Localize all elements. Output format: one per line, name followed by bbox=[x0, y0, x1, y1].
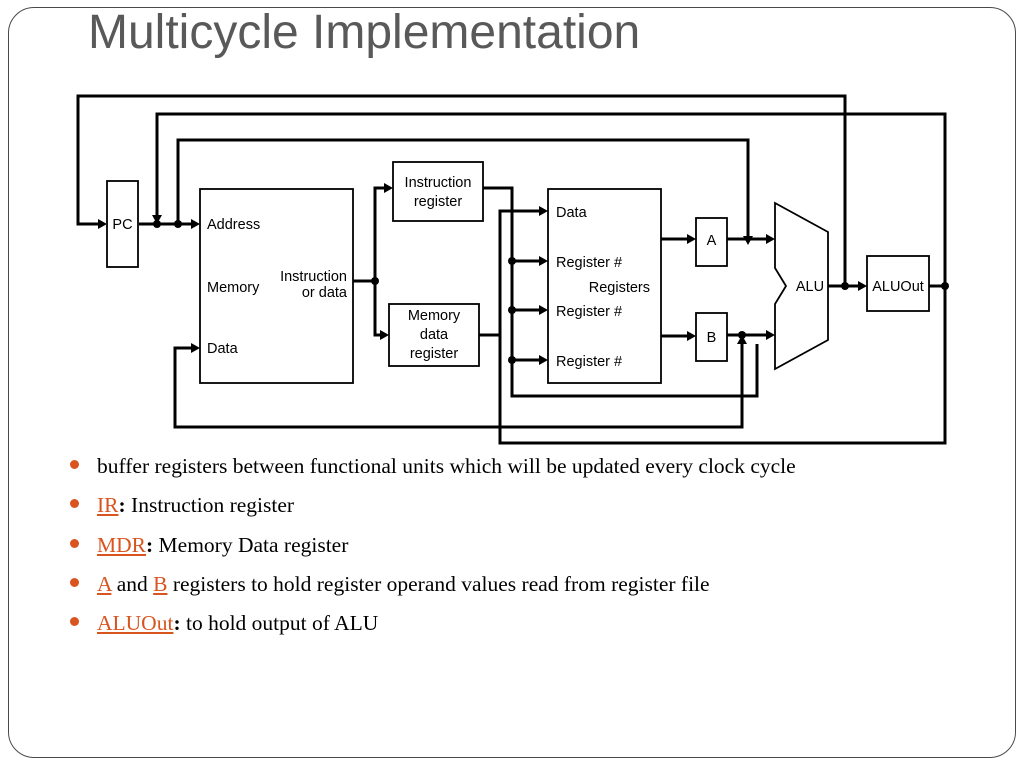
bullet-dot bbox=[70, 617, 79, 627]
mdr-label-line2: data bbox=[420, 327, 449, 343]
memory-data-label: Data bbox=[207, 341, 239, 357]
slide-frame bbox=[8, 7, 1016, 758]
arrowhead bbox=[687, 234, 696, 244]
term-colon: : bbox=[173, 611, 181, 636]
bullet-item-aluout: ALUOut: to hold output of ALU bbox=[70, 605, 796, 644]
term-a-link[interactable]: A bbox=[97, 571, 112, 596]
memory-address-label: Address bbox=[207, 217, 260, 233]
bullet-text: Instruction register bbox=[125, 493, 295, 518]
registers-title-label: Registers bbox=[589, 280, 650, 296]
ir-label-line1: Instruction bbox=[405, 175, 472, 191]
bullet-text: to hold output of ALU bbox=[180, 611, 379, 636]
a-label: A bbox=[707, 233, 717, 249]
arrowhead bbox=[98, 219, 107, 229]
memory-instruction-label: Instruction bbox=[280, 269, 347, 285]
term-aluout-link[interactable]: ALUOut bbox=[97, 611, 174, 636]
multicycle-datapath-diagram: PC Address Memory Instruction or data Da… bbox=[76, 94, 949, 445]
bullet-text: registers to hold register operand value… bbox=[167, 571, 710, 596]
mdr-label-line1: Memory bbox=[408, 308, 461, 324]
memory-data-register bbox=[388, 303, 480, 367]
junction-dot bbox=[371, 277, 379, 285]
wire-aluout-to-pc-mux bbox=[155, 112, 947, 286]
term-mdr-link[interactable]: MDR bbox=[97, 532, 146, 557]
arrowhead bbox=[737, 335, 747, 344]
alu-label: ALU bbox=[796, 279, 824, 295]
term-colon: : bbox=[145, 532, 154, 557]
alu-unit bbox=[774, 201, 829, 371]
term-b-link[interactable]: B bbox=[153, 571, 168, 596]
bullet-dot bbox=[70, 577, 79, 587]
arrowhead bbox=[191, 219, 200, 229]
bullet-item-buffer-registers: buffer registers between functional unit… bbox=[70, 448, 796, 487]
wire-memory-to-ir bbox=[353, 186, 385, 283]
bullet-dot bbox=[70, 499, 79, 509]
b-label: B bbox=[707, 330, 717, 346]
term-ir-link[interactable]: IR bbox=[97, 493, 119, 518]
junction-dot bbox=[508, 257, 516, 265]
wire-aluout-to-pc bbox=[76, 94, 847, 288]
bullet-text: and bbox=[111, 571, 154, 596]
register-number-1-label: Register # bbox=[556, 255, 622, 271]
wire-memory-to-mdr bbox=[373, 281, 381, 337]
junction-dot bbox=[174, 220, 182, 228]
arrowhead bbox=[539, 355, 548, 365]
arrowhead bbox=[539, 305, 548, 315]
register-file bbox=[547, 188, 662, 384]
pc-register bbox=[106, 180, 139, 268]
register-number-3-label: Register # bbox=[556, 354, 622, 370]
arrowhead bbox=[191, 343, 200, 353]
bullet-item-mdr: MDR: Memory Data register bbox=[70, 527, 796, 566]
registers-data-label: Data bbox=[556, 205, 588, 221]
bullet-text: Memory Data register bbox=[153, 532, 349, 557]
mdr-label-line3: register bbox=[410, 346, 459, 362]
register-number-2-label: Register # bbox=[556, 304, 622, 320]
bullet-text: buffer registers between functional unit… bbox=[97, 454, 796, 478]
aluout-label: ALUOut bbox=[872, 279, 924, 295]
bullet-dot bbox=[70, 538, 79, 548]
arrowhead bbox=[384, 183, 393, 193]
junction-dot bbox=[738, 331, 746, 339]
arrowhead bbox=[858, 281, 867, 291]
memory-label: Memory bbox=[207, 280, 260, 296]
arrowhead bbox=[766, 234, 775, 244]
junction-dot bbox=[508, 356, 516, 364]
wire-pc-to-alu bbox=[176, 138, 750, 237]
bullet-list: buffer registers between functional unit… bbox=[70, 448, 796, 644]
term-colon: : bbox=[118, 493, 126, 518]
arrowhead bbox=[152, 215, 162, 224]
memory-or-data-label: or data bbox=[302, 285, 348, 301]
bullet-item-ir: IR: Instruction register bbox=[70, 487, 796, 526]
memory-unit bbox=[199, 188, 354, 384]
wire-ir-to-registers bbox=[483, 186, 540, 263]
a-register bbox=[695, 217, 728, 267]
junction-dot bbox=[941, 282, 949, 290]
slide-title: Multicycle Implementation bbox=[88, 6, 641, 59]
instruction-register bbox=[392, 161, 484, 222]
arrowhead bbox=[743, 236, 753, 245]
junction-dot bbox=[508, 306, 516, 314]
arrowhead bbox=[766, 330, 775, 340]
arrowhead bbox=[539, 206, 548, 216]
pc-label: PC bbox=[112, 217, 132, 233]
bullet-dot bbox=[70, 460, 79, 469]
arrowhead bbox=[539, 256, 548, 266]
junction-dot bbox=[841, 282, 849, 290]
bullet-item-a-and-b: A and B registers to hold register opera… bbox=[70, 566, 796, 605]
aluout-register bbox=[866, 255, 930, 312]
ir-label-line2: register bbox=[414, 194, 463, 210]
arrowhead bbox=[687, 331, 696, 341]
junction-dot bbox=[153, 220, 161, 228]
b-register bbox=[695, 312, 728, 362]
arrowhead bbox=[380, 330, 389, 340]
